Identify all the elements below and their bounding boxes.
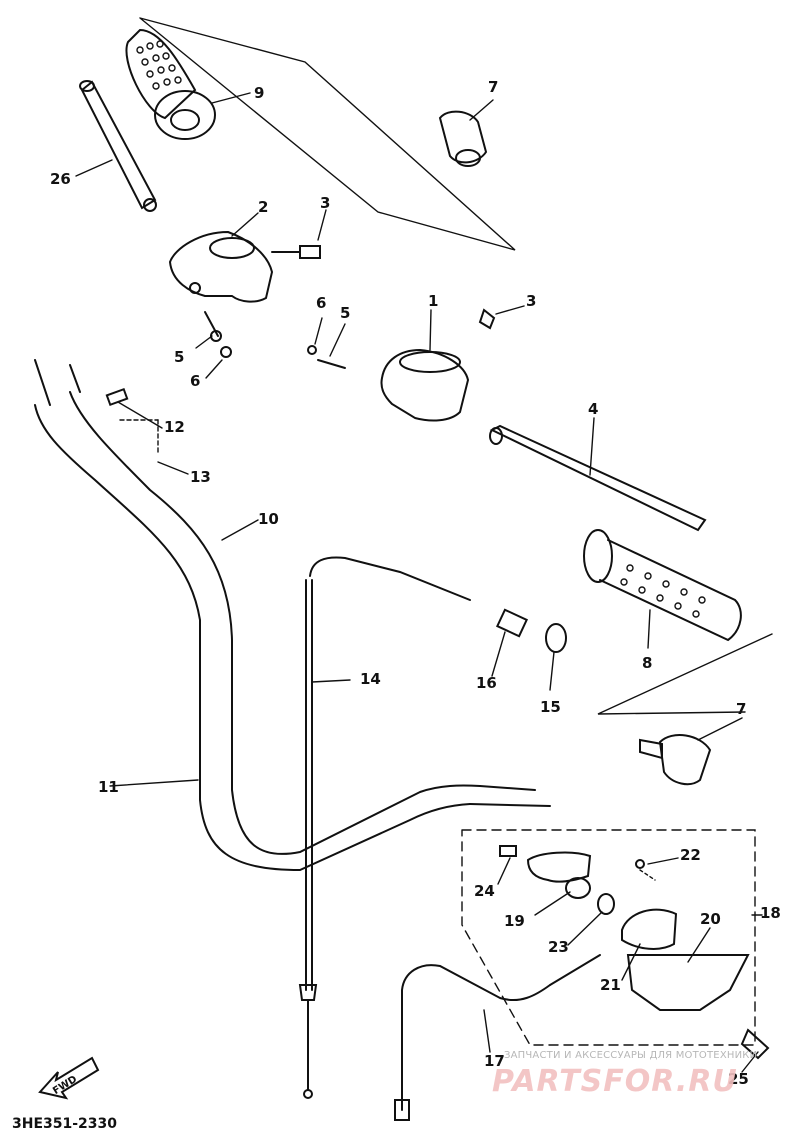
part-label-26: 26 xyxy=(50,170,71,188)
part-label-23: 23 xyxy=(548,938,569,956)
part-label-22: 22 xyxy=(680,846,701,864)
forward-arrow-icon xyxy=(38,1056,100,1100)
assembly-guide-lines xyxy=(119,17,773,1046)
throttle-grip xyxy=(125,28,216,140)
part-label-25: 25 xyxy=(728,1070,749,1088)
part-label-5b: 5 xyxy=(340,304,351,322)
handlebar xyxy=(489,424,707,532)
part-label-6a: 6 xyxy=(190,372,201,390)
part-label-16: 16 xyxy=(476,674,497,692)
part-label-15: 15 xyxy=(540,698,561,716)
part-label-1: 1 xyxy=(428,292,439,310)
bar-end-weight-bottom xyxy=(639,734,712,786)
leader-lines xyxy=(75,92,763,1073)
throttle-cables xyxy=(34,359,551,872)
watermark-brand: PARTSFOR.RU xyxy=(492,1064,738,1099)
switch-housing xyxy=(380,348,470,422)
part-label-17: 17 xyxy=(484,1052,505,1070)
throttle-pipe xyxy=(79,80,157,212)
part-label-7b: 7 xyxy=(736,700,747,718)
choke-cable xyxy=(394,954,601,1121)
clutch-cable xyxy=(298,556,471,1099)
part-label-4: 4 xyxy=(588,400,599,418)
part-label-24: 24 xyxy=(474,882,495,900)
choke-lever-assembly xyxy=(499,845,770,1060)
bar-end-weight-top xyxy=(438,110,488,167)
watermark-tagline: ЗАПЧАСТИ И АКСЕССУАРЫ ДЛЯ МОТОТЕХНИКИ xyxy=(504,1050,758,1061)
part-label-20: 20 xyxy=(700,910,721,928)
part-label-9: 9 xyxy=(254,84,265,102)
part-label-13: 13 xyxy=(190,468,211,486)
part-label-6b: 6 xyxy=(316,294,327,312)
part-label-19: 19 xyxy=(504,912,525,930)
part-label-2: 2 xyxy=(258,198,269,216)
part-label-8: 8 xyxy=(642,654,653,672)
cable-adjuster xyxy=(495,608,567,653)
part-label-5a: 5 xyxy=(174,348,185,366)
part-label-12: 12 xyxy=(164,418,185,436)
part-label-11: 11 xyxy=(98,778,119,796)
part-label-3b: 3 xyxy=(526,292,537,310)
left-grip xyxy=(583,529,742,642)
part-label-7a: 7 xyxy=(488,78,499,96)
part-label-14: 14 xyxy=(360,670,381,688)
part-label-10: 10 xyxy=(258,510,279,528)
part-label-21: 21 xyxy=(600,976,621,994)
throttle-housing xyxy=(168,230,321,303)
part-label-3a: 3 xyxy=(320,194,331,212)
part-label-18: 18 xyxy=(760,904,781,922)
diagram-code: 3HE351-2330 xyxy=(12,1116,118,1132)
